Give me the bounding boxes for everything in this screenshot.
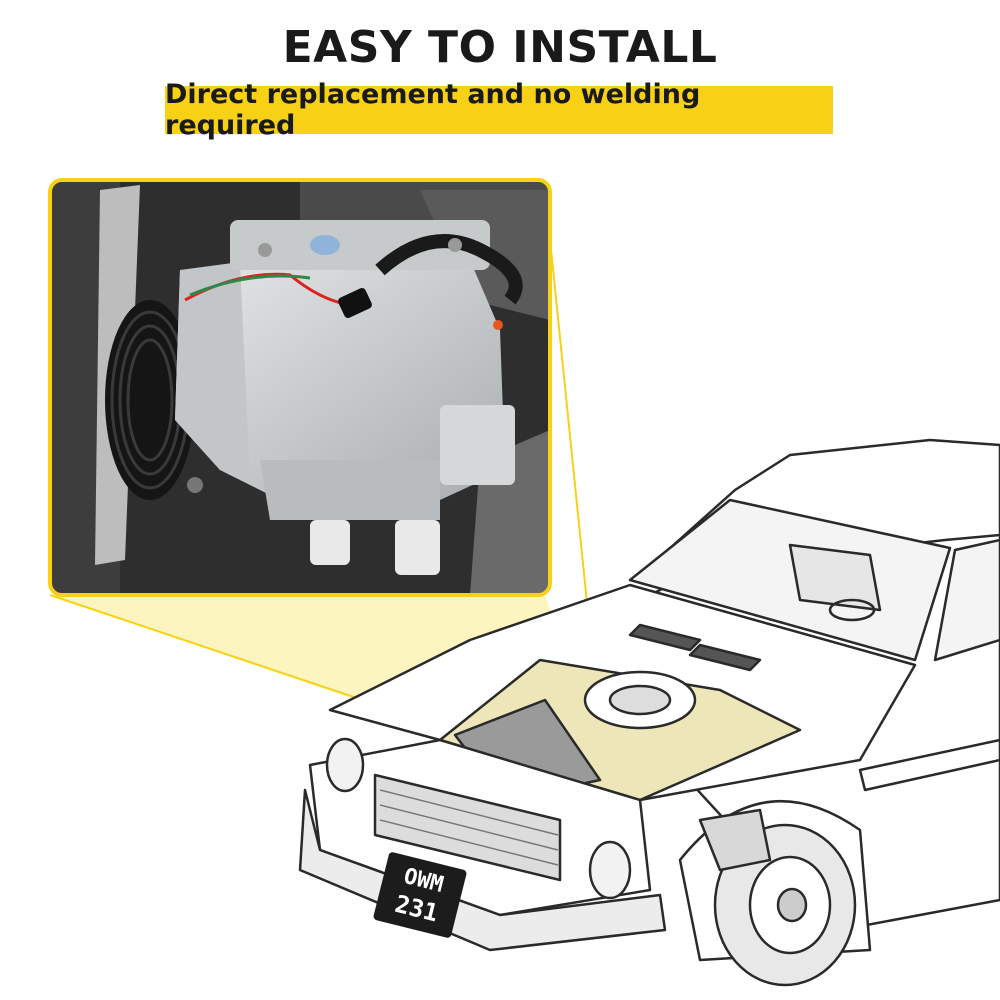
hose [375, 234, 523, 305]
steering-wheel [828, 598, 876, 622]
car-drawing [298, 438, 1000, 987]
side-trim [858, 738, 1000, 792]
hood-vent [628, 623, 702, 652]
windshield [628, 498, 952, 662]
front-bumper [298, 788, 667, 952]
page-title: EASY TO INSTALL [282, 22, 718, 73]
subtitle-text: Direct replacement and no welding requir… [165, 79, 701, 141]
wire-green [189, 274, 311, 297]
compressor-body [175, 260, 505, 500]
inset-frame [48, 178, 552, 597]
headlight-right [588, 840, 632, 900]
suspension [698, 808, 772, 872]
hood-vent [688, 643, 762, 672]
subtitle-banner: Direct replacement and no welding requir… [165, 79, 833, 141]
side-window [933, 538, 1000, 662]
compressor-inset-photo [50, 180, 550, 595]
car-seat [788, 543, 882, 612]
headlight-left [325, 737, 365, 793]
license-plate: OWM 231 [373, 852, 467, 938]
